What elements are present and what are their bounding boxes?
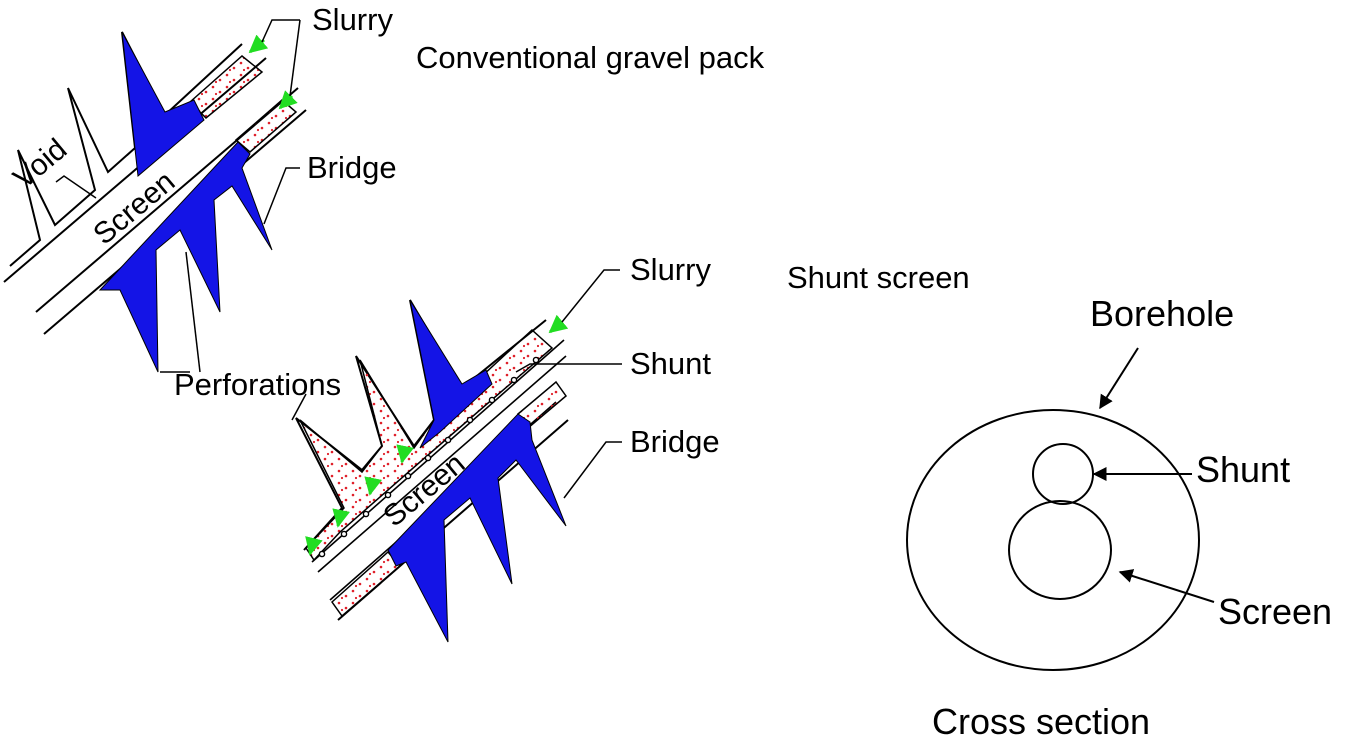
slurry-leader-top (261, 19, 300, 43)
screen-circle (1008, 500, 1112, 600)
label-borehole: Borehole (1090, 293, 1234, 334)
bridge-leader-top (263, 167, 300, 225)
shunt-upper-bridge (409, 299, 493, 449)
label-screen-xs: Screen (1218, 591, 1332, 632)
void-leader (55, 175, 97, 199)
shunt-circle (1032, 443, 1094, 505)
shunt-flow-arrow-4 (305, 536, 323, 556)
label-bridge-top: Bridge (307, 150, 397, 185)
perforations-leader-c (291, 393, 307, 421)
label-void: Void (7, 133, 73, 196)
slurry-lower-fill (234, 99, 298, 153)
shunt-flow-arrow-1 (396, 444, 415, 464)
title-cross-section: Cross section (932, 701, 1150, 742)
label-perforations: Perforations (174, 367, 341, 402)
shunt-screen-sketch: Screen (291, 269, 622, 643)
conventional-gravel-pack-sketch: Slurry Bridge Perforations Void Screen (3, 2, 397, 402)
slurry-arrow-upper (248, 34, 269, 54)
slurry-upper-fill (188, 55, 264, 120)
upper-bridge-shape (121, 31, 205, 177)
label-shunt-xs: Shunt (1196, 449, 1290, 490)
shunt-flow-arrow-2 (364, 476, 383, 496)
perforations-leader-a (185, 251, 201, 373)
label-slurry-top: Slurry (312, 2, 393, 37)
shunt-tube-line-top (311, 339, 565, 563)
slurry-arrow-lower (278, 90, 298, 110)
slurry-leader-top-2 (289, 19, 301, 97)
shunt-screen-line-a (317, 355, 567, 573)
label-slurry-shunt: Slurry (630, 252, 711, 287)
cross-section-sketch: Borehole Shunt Screen Cross section (906, 293, 1332, 742)
screen-arrow (1118, 569, 1215, 603)
borehole-circle (906, 409, 1200, 671)
lower-bridge-shape (98, 141, 273, 373)
title-conventional: Conventional gravel pack (416, 40, 765, 75)
shunt-lower-bridge (387, 413, 567, 643)
shunt-bridge-leader (563, 441, 622, 499)
shunt-slurry-arrow (548, 314, 569, 334)
label-bridge-shunt: Bridge (630, 424, 720, 459)
borehole-arrow (1099, 347, 1139, 410)
shunt-lower-gravel (330, 550, 402, 618)
shunt-flow-arrow-3 (332, 508, 351, 528)
label-shunt-long: Shunt (630, 346, 711, 381)
shunt-shunt-leader (515, 363, 622, 373)
shunt-slurry-leader (561, 269, 620, 323)
shunt-nozzles (318, 356, 540, 558)
title-shunt: Shunt screen (787, 260, 970, 295)
